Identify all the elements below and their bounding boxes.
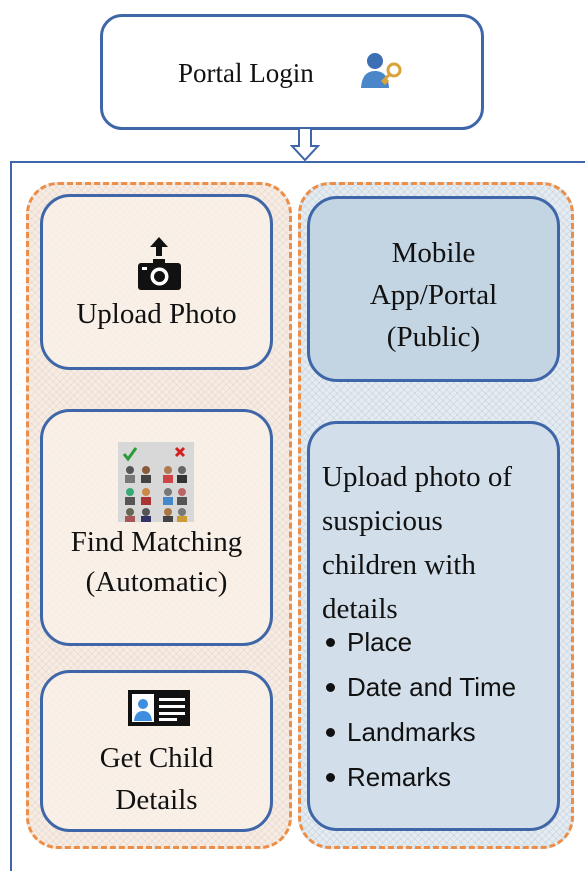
bullet-item: Place	[322, 625, 558, 670]
portal-login-label: Portal Login	[178, 58, 314, 88]
outer-container	[10, 161, 585, 871]
user-key-icon	[361, 53, 402, 88]
find-matching-line: Find Matching	[70, 526, 243, 558]
bullet-item: Landmarks	[322, 715, 558, 760]
bullet-text: Landmarks	[347, 717, 476, 747]
bullet-dot-icon	[326, 727, 335, 737]
find-matching-line: (Automatic)	[85, 566, 228, 598]
bullet-item: Date and Time	[322, 670, 558, 715]
id-card-icon	[128, 690, 190, 726]
get-child-line: Get Child	[99, 742, 214, 774]
description-line: suspicious	[322, 505, 443, 537]
bullet-text: Date and Time	[347, 672, 517, 702]
description-line: children with	[322, 549, 476, 581]
bullet-text: Remarks	[347, 762, 452, 792]
find-matching-label: Find Matching (Automatic)	[40, 522, 273, 602]
mobile-app-line: Mobile	[391, 237, 476, 269]
description-line: details	[322, 593, 398, 625]
details-bullet-list: Place Date and Time Landmarks Remarks	[322, 625, 558, 805]
bullet-item: Remarks	[322, 760, 558, 805]
bullet-dot-icon	[326, 772, 335, 782]
mobile-app-line: App/Portal	[369, 279, 498, 311]
mobile-app-card	[307, 196, 560, 382]
down-arrow-icon	[290, 128, 320, 162]
get-child-line: Details	[115, 784, 198, 816]
mobile-app-line: (Public)	[386, 321, 481, 353]
upload-photo-label: Upload Photo	[76, 298, 237, 330]
public-upload-card	[307, 421, 560, 831]
description-line: Upload photo of	[322, 461, 513, 493]
upload-photo-card	[40, 194, 273, 370]
portal-login-box	[100, 14, 484, 130]
bullet-dot-icon	[326, 682, 335, 692]
public-upload-description: Upload photo of suspicious children with…	[322, 455, 554, 631]
face-grid-icon	[118, 442, 194, 522]
bullet-dot-icon	[326, 637, 335, 647]
mobile-app-label: Mobile App/Portal (Public)	[307, 232, 560, 358]
bullet-text: Place	[347, 627, 413, 657]
camera-upload-icon	[138, 237, 181, 290]
